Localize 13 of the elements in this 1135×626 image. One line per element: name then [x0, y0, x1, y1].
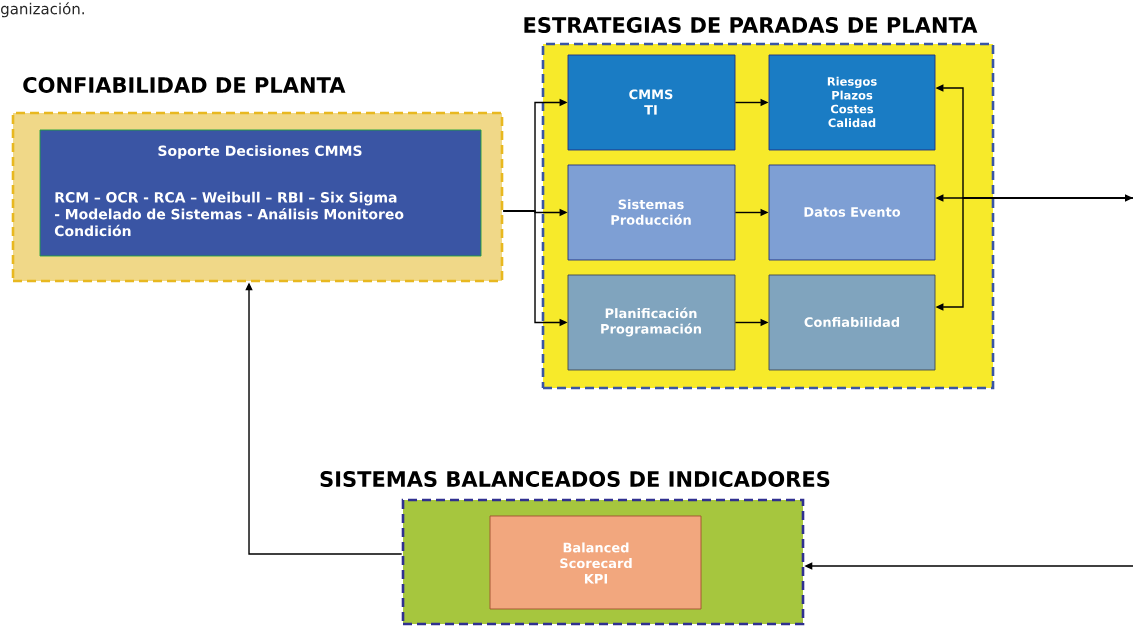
box-text: Planificación Programación — [601, 307, 701, 337]
box-text: CMMS TI — [629, 89, 673, 115]
panel-heading: CONFIABILIDAD DE PLANTA — [23, 77, 346, 93]
box-text: Balanced Scorecard KPI — [560, 542, 632, 584]
box-text: Confiabilidad — [804, 316, 900, 328]
box-text: RCM – OCR - RCA – Weibull – RBI – Six Sigma - Modelado de Sistemas - Análisis Monitoreo Condición — [54, 191, 404, 237]
note-text: ganización. — [1, 2, 84, 18]
box-text: Sistemas Producción — [611, 199, 691, 225]
box-heading: Soporte Decisiones CMMS — [158, 145, 362, 159]
box-text: Riesgos Plazos Costes Calidad — [827, 76, 877, 128]
box-text: Datos Evento — [804, 207, 901, 217]
panel-heading: ESTRATEGIAS DE PARADAS DE PLANTA — [524, 17, 978, 33]
panel-heading: SISTEMAS BALANCEADOS DE INDICADORES — [320, 471, 830, 487]
